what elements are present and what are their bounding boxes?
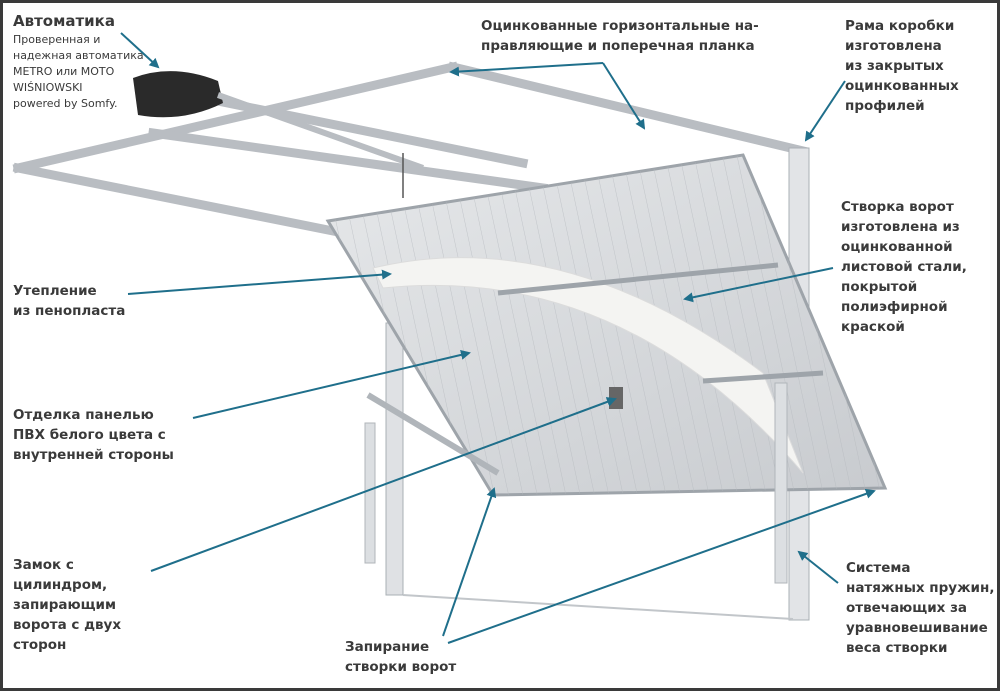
automation-description: Проверенная и надежная автоматика METRO …: [13, 33, 144, 110]
rails-label: Оцинкованные горизонтальные на- правляющ…: [481, 18, 759, 54]
lock-handle: [609, 387, 623, 409]
door-leaf-label: Створка ворот изготовлена из оцинкованно…: [841, 199, 967, 335]
lock-label: Замок с цилиндром, запирающим ворота с д…: [13, 557, 122, 653]
insulation-label: Утепление из пенопласта: [13, 283, 126, 319]
springs-label: Система натяжных пружин, отвечающих за у…: [846, 560, 995, 656]
callout-arrows: [120, 32, 876, 644]
frame-label: Рама коробки изготовлена из закрытых оци…: [845, 18, 959, 114]
door-leaf: [325, 153, 888, 497]
opener-motor: [133, 71, 425, 198]
pvc-finish-label: Отделка панелью ПВХ белого цвета с внутр…: [13, 407, 174, 463]
springs-and-arms: [364, 382, 788, 584]
garage-door-illustration: [12, 32, 888, 644]
locking-label: Запирание створки ворот: [345, 639, 457, 675]
automation-title: Автоматика: [13, 12, 115, 30]
